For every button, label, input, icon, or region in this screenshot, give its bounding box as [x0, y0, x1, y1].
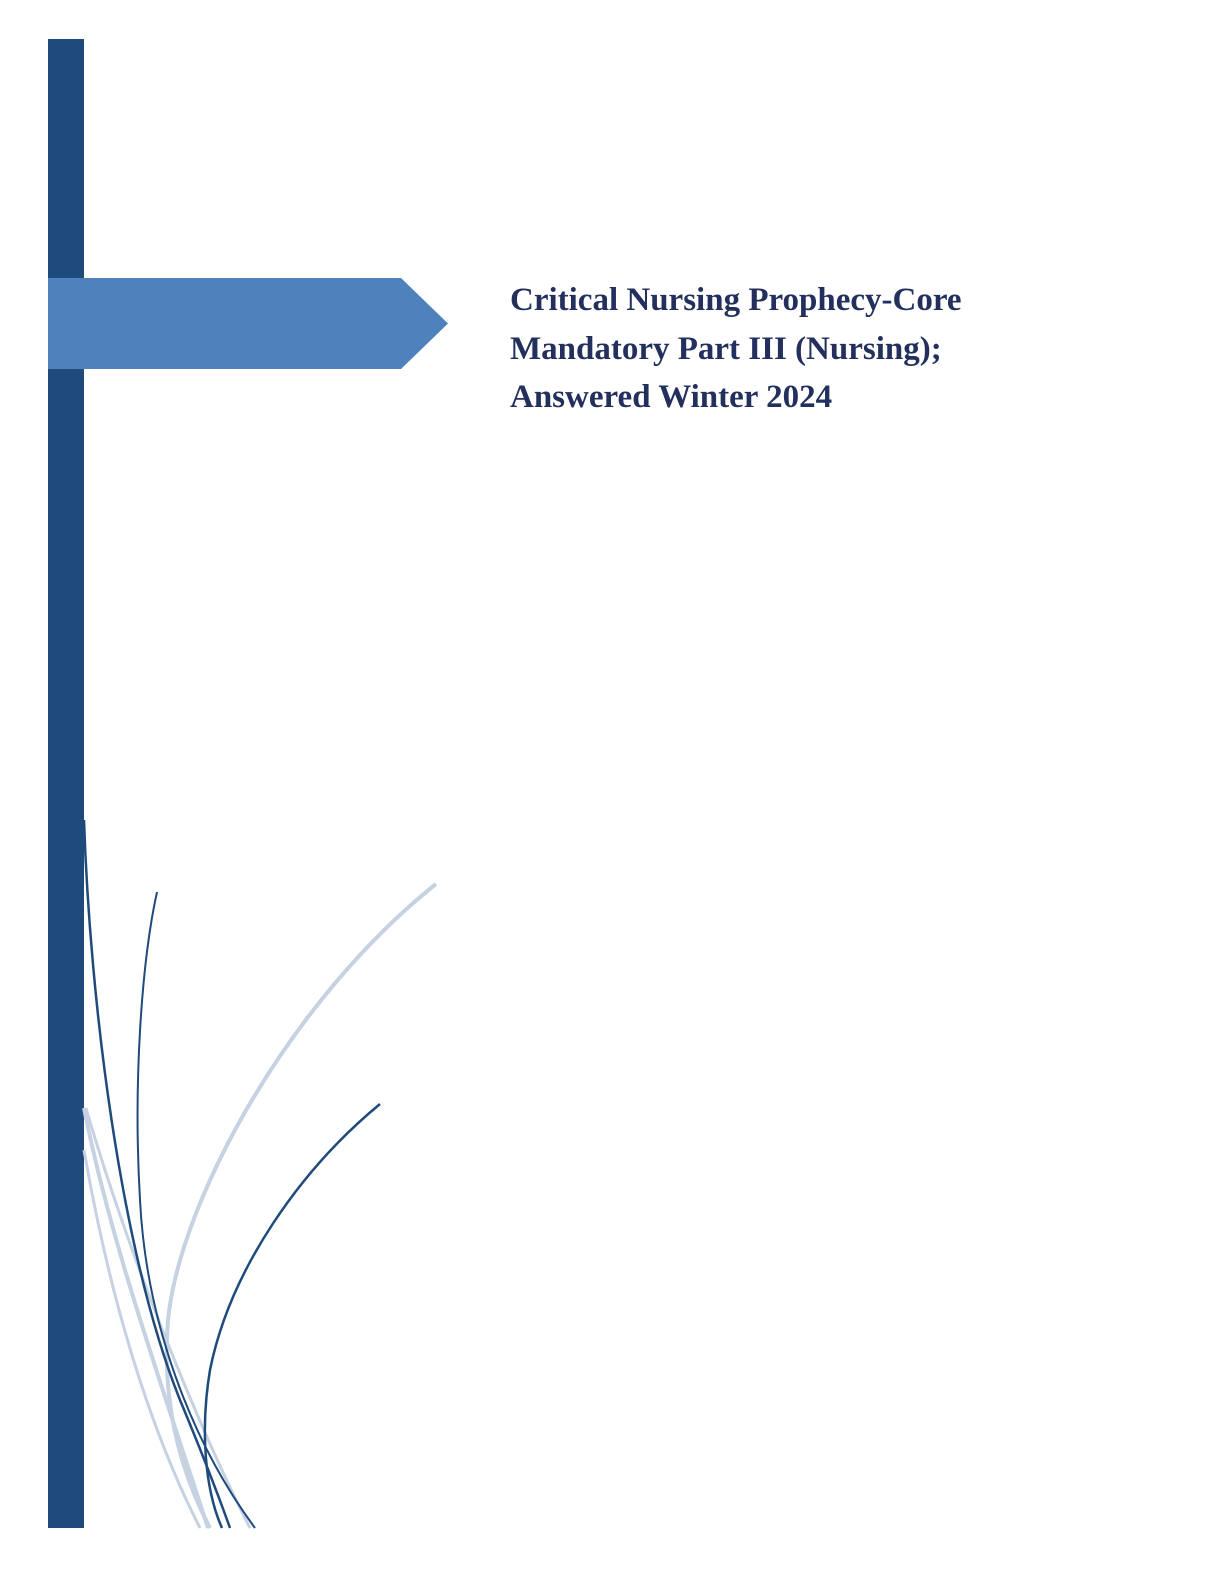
document-title: Critical Nursing Prophecy-Core Mandatory… — [510, 276, 1150, 422]
arrow-banner-shape — [48, 278, 448, 369]
title-line-3: Answered Winter 2024 — [510, 379, 833, 415]
title-line-2: Mandatory Part III (Nursing); — [510, 330, 942, 367]
vertical-accent-bar — [48, 39, 84, 1528]
title-line-1: Critical Nursing Prophecy-Core — [510, 282, 962, 318]
